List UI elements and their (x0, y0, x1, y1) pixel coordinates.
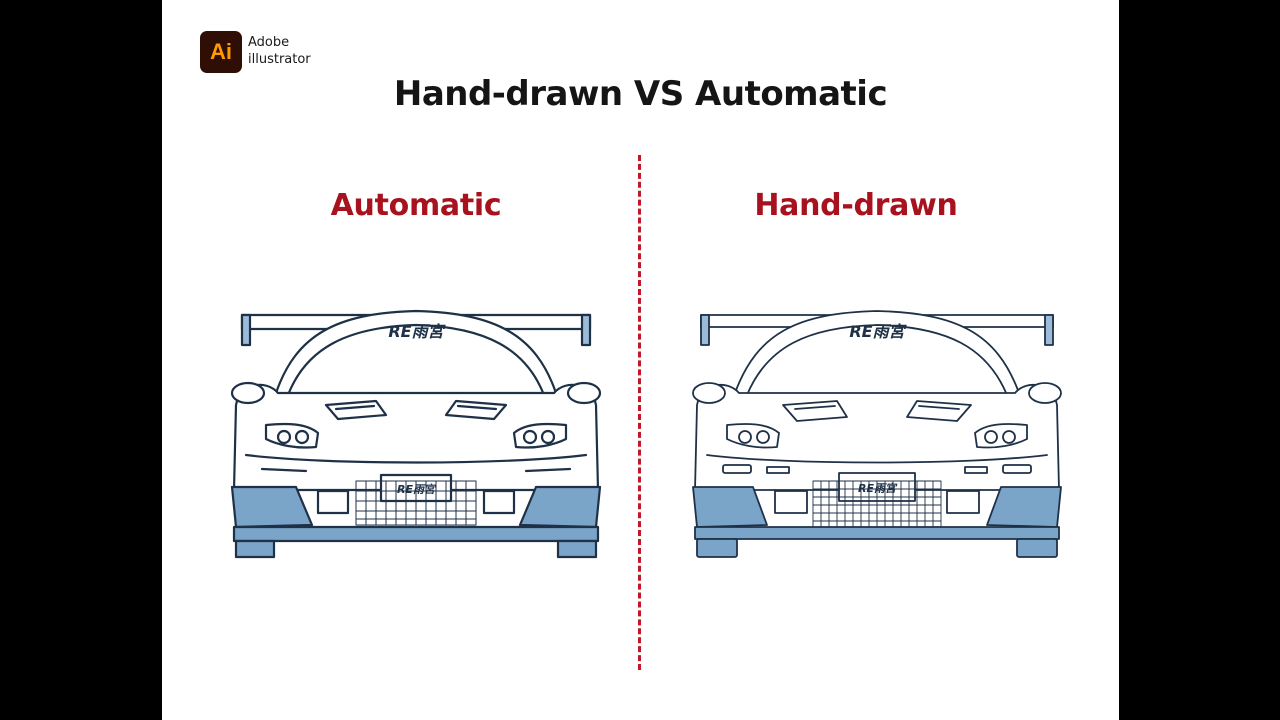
automatic-label: Automatic (330, 188, 502, 223)
hand-drawn-car-illustration: RE雨宮 RE雨宮 (692, 310, 1062, 558)
windshield-text: RE雨宮 (388, 322, 446, 341)
slide: Ai Adobe illustrator Hand-drawn VS Autom… (162, 0, 1119, 720)
plate-text: RE雨宮 (397, 483, 437, 496)
plate-text: RE雨宮 (858, 482, 898, 495)
brand-name: Adobe illustrator (248, 34, 311, 68)
page-title: Hand-drawn VS Automatic (393, 74, 888, 114)
windshield-text: RE雨宮 (849, 322, 907, 341)
logo-letters: Ai (210, 39, 232, 64)
brand-line-2: illustrator (248, 52, 311, 67)
automatic-car-illustration: RE雨宮 RE雨宮 (230, 309, 602, 559)
hand-drawn-label: Hand-drawn (754, 188, 958, 223)
adobe-illustrator-logo: Ai (200, 31, 242, 73)
dashed-divider (638, 155, 641, 670)
brand-line-1: Adobe (248, 35, 290, 50)
